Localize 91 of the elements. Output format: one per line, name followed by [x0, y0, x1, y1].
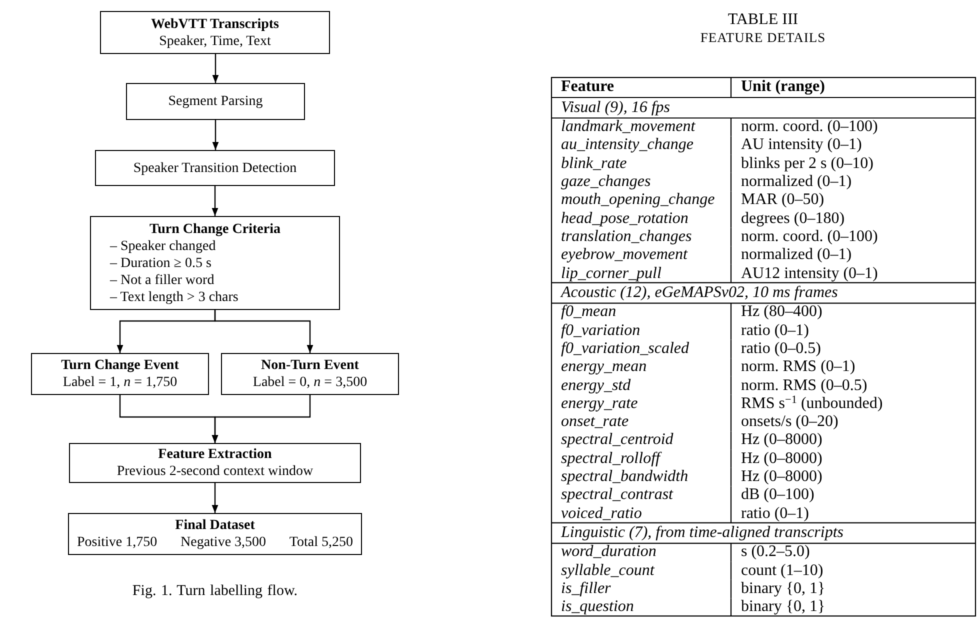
box-text: Label = 1, n = 1,750 [62, 374, 178, 391]
unit-range: ratio (0–0.5) [741, 340, 821, 358]
group-heading: Visual (9), 16 fps [561, 98, 670, 117]
box-heading: Turn Change Criteria [150, 220, 280, 238]
unit-range: Hz (0–8000) [741, 450, 822, 468]
count-text: Negative 3,500 [180, 534, 266, 551]
unit-range: MAR (0–50) [741, 191, 824, 210]
feature-name: gaze_changes [561, 173, 651, 192]
unit-range: count (1–10) [741, 562, 824, 580]
process-box [95, 150, 335, 186]
criteria-item: – Duration ≥ 0.5 s [110, 254, 212, 272]
feature-name: mouth_opening_change [561, 191, 715, 210]
process-box [69, 443, 361, 483]
box-heading: Feature Extraction [158, 446, 272, 463]
table-number: TABLE III [728, 11, 798, 29]
box-heading: Turn Change Event [61, 357, 179, 374]
feature-name: spectral_contrast [561, 486, 673, 504]
process-box [221, 353, 399, 395]
arrow [212, 483, 218, 513]
arrow [212, 120, 219, 150]
box-text: Label = 0, n = 3,500 [252, 374, 368, 391]
feature-name: au_intensity_change [561, 136, 694, 154]
feature-name: energy_rate [561, 394, 638, 413]
feature-name: spectral_centroid [561, 431, 674, 450]
box-text: Segment Parsing [168, 93, 263, 110]
box-heading: WebVTT Transcripts [151, 16, 279, 32]
arrow [214, 310, 314, 353]
unit-range: Hz (80–400) [741, 303, 822, 322]
feature-name: syllable_count [561, 562, 654, 580]
box-text: Speaker Transition Detection [133, 160, 297, 176]
group-heading: Linguistic (7), from time-aligned transcripts [561, 524, 844, 542]
unit-range: s (0.2–5.0) [741, 543, 810, 562]
feature-name: is_filler [561, 580, 611, 598]
unit-range: degrees (0–180) [741, 210, 845, 228]
criteria-item: – Text length > 3 chars [110, 288, 238, 306]
feature-name: head_pose_rotation [561, 210, 688, 228]
unit-range: norm. RMS (0–1) [741, 358, 856, 376]
unit-range: norm. coord. (0–100) [741, 118, 878, 136]
unit-range: onsets/s (0–20) [741, 413, 838, 432]
feature-name: energy_mean [561, 358, 647, 376]
criteria-item: – Speaker changed [110, 238, 216, 254]
box-text: Previous 2-second context window [116, 463, 314, 480]
unit-range: AU12 intensity (0–1) [741, 264, 878, 283]
process-box [31, 353, 209, 395]
arrow [212, 395, 311, 443]
feature-name: energy_std [561, 376, 631, 395]
table-title: FEATURE DETAILS [700, 29, 826, 47]
process-box [68, 513, 362, 555]
unit-range: binary {0, 1} [741, 598, 826, 616]
column-header: Unit (range) [741, 78, 825, 96]
unit-range: normalized (0–1) [741, 246, 852, 264]
figure-caption: Fig. 1. Turn labelling flow. [132, 582, 298, 600]
feature-name: landmark_movement [561, 118, 696, 136]
feature-name: spectral_bandwidth [561, 468, 688, 486]
column-header: Feature [561, 78, 614, 96]
count-text: Total 5,250 [289, 534, 353, 551]
unit-range: normalized (0–1) [741, 173, 852, 192]
feature-name: f0_variation [561, 322, 640, 340]
unit-range: AU intensity (0–1) [741, 136, 862, 154]
unit-range: Hz (0–8000) [741, 468, 822, 486]
feature-name: lip_corner_pull [561, 264, 662, 283]
unit-range: norm. coord. (0–100) [741, 228, 878, 246]
arrow [212, 54, 219, 83]
feature-name: word_duration [561, 543, 656, 562]
unit-range: ratio (0–1) [741, 322, 809, 340]
unit-range: binary {0, 1} [741, 580, 826, 598]
feature-name: translation_changes [561, 228, 692, 246]
box-text: Speaker, Time, Text [159, 32, 271, 50]
unit-range: blinks per 2 s (0–10) [741, 154, 874, 173]
unit-range: RMS s$^{−1}$ (unbounded) [741, 394, 883, 413]
box-heading: Non-Turn Event [261, 357, 359, 374]
unit-range: norm. RMS (0–0.5) [741, 376, 868, 395]
feature-name: blink_rate [561, 154, 627, 173]
unit-range: ratio (0–1) [741, 504, 809, 523]
unit-range: Hz (0–8000) [741, 431, 822, 450]
process-box [126, 83, 305, 120]
feature-name: onset_rate [561, 413, 629, 432]
arrow [212, 186, 218, 216]
group-heading: Acoustic (12), eGeMAPSv02, 10 ms frames [561, 284, 838, 302]
unit-range: dB (0–100) [741, 486, 814, 504]
feature-name: f0_mean [561, 303, 616, 322]
count-text: Positive 1,750 [77, 534, 158, 551]
process-box [100, 11, 330, 54]
process-box [90, 216, 340, 310]
feature-name: voiced_ratio [561, 504, 642, 523]
criteria-item: – Not a filler word [110, 272, 214, 288]
box-heading: Final Dataset [175, 517, 255, 534]
feature-name: eyebrow_movement [561, 246, 688, 264]
feature-name: f0_variation_scaled [561, 340, 689, 358]
feature-name: spectral_rolloff [561, 450, 660, 468]
feature-name: is_question [561, 598, 634, 616]
